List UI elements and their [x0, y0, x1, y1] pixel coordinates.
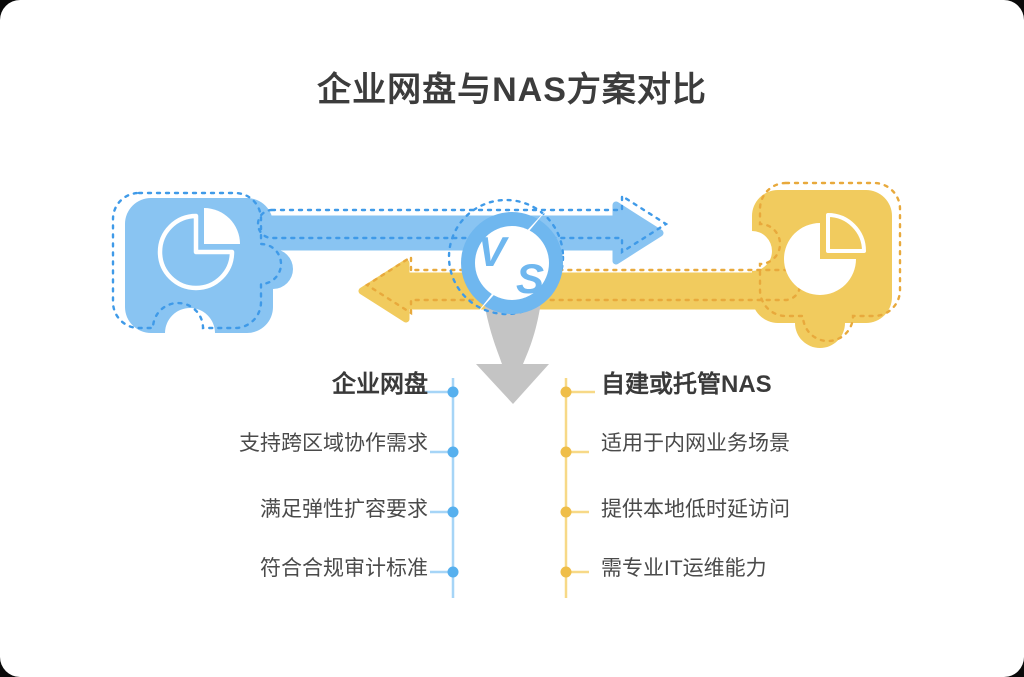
dashed-outlines: [111, 181, 902, 343]
pie-chart-icon-right: [784, 213, 866, 295]
right-list-item: 需专业IT运维能力: [601, 557, 767, 580]
right-list-item: 适用于内网业务场景: [601, 432, 790, 455]
right-timeline: [560, 378, 595, 598]
pie-chart-icon-left: [157, 208, 240, 291]
left-timeline: [424, 378, 459, 598]
left-list-item: 符合合规审计标准: [260, 557, 428, 580]
vs-badge: V S: [447, 198, 565, 318]
left-arrow-icon: [358, 259, 799, 323]
lightning-bolt-icon: [473, 207, 549, 318]
left-list-item: 支持跨区域协作需求: [239, 432, 428, 455]
right-column-header: 自建或托管NAS: [601, 371, 772, 398]
left-list-item: 满足弹性扩容要求: [260, 498, 428, 521]
left-column-header: 企业网盘: [332, 371, 428, 398]
right-arrow-icon: [248, 201, 664, 265]
page-title: 企业网盘与NAS方案对比: [317, 71, 707, 109]
vs-dashed-ring: [447, 198, 565, 316]
right-list-item: 提供本地低时延访问: [601, 498, 790, 521]
down-arrow-icon: [476, 302, 549, 404]
